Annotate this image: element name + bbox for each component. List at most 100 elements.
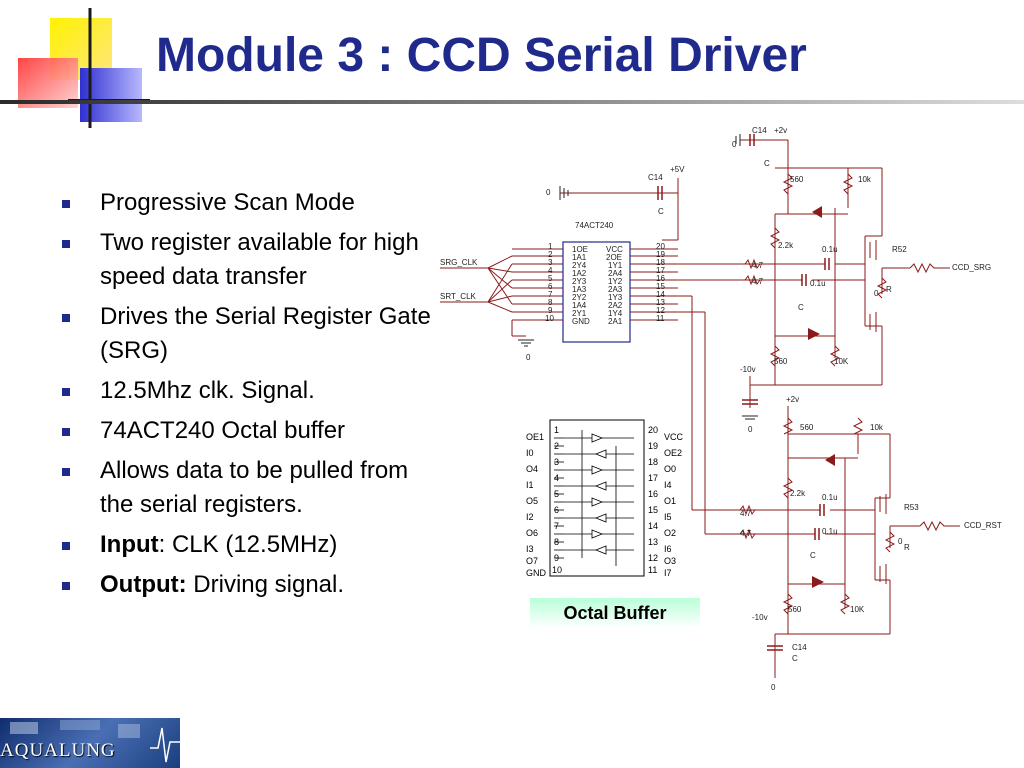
bullet-item: Two register available for high speed da… xyxy=(62,226,442,294)
ground-label: 0 xyxy=(771,683,776,692)
ic-signal-left: 2Y2 xyxy=(572,293,587,302)
chip-pin-name: O5 xyxy=(526,496,538,506)
chip-pin-number: 1 xyxy=(554,425,559,435)
bullet-text: Drives the Serial Register Gate (SRG) xyxy=(100,303,431,364)
ic-signal-left: 1A4 xyxy=(572,301,587,310)
chip-pin-name: O0 xyxy=(664,464,676,474)
r4-7-label: 4.7 xyxy=(752,277,764,286)
ground-label: 0 xyxy=(546,188,551,197)
ic-pin-left: 10 xyxy=(545,314,554,323)
ic-pin-left: 2 xyxy=(548,250,553,259)
circuit-schematic: 74ACT240 1 2 3 4 5 6 7 8 9 10 1OE 1A1 2Y… xyxy=(440,126,1002,692)
r2-2k-label: 2.2k xyxy=(790,489,806,498)
octal-buffer-caption: Octal Buffer xyxy=(530,598,700,628)
chip-pin-name: I1 xyxy=(526,480,534,490)
chip-pin-number: 16 xyxy=(648,489,658,499)
chip-pin-number: 5 xyxy=(554,489,559,499)
ic-pin-left: 6 xyxy=(548,282,553,291)
ic-signal-left: GND xyxy=(572,317,590,326)
chip-pin-name: OE1 xyxy=(526,432,544,442)
r10K-label: 10K xyxy=(834,357,849,366)
bullet-text: Progressive Scan Mode xyxy=(100,189,355,216)
ic-pin-right: 16 xyxy=(656,274,665,283)
bullet-square-icon xyxy=(62,388,70,396)
bullet-text: Allows data to be pulled from the serial… xyxy=(100,457,409,518)
bullet-square-icon xyxy=(62,314,70,322)
chip-pin-number: 4 xyxy=(554,473,559,483)
ic-signal-left: 1A3 xyxy=(572,285,587,294)
chip-pin-number: 12 xyxy=(648,553,658,563)
chip-pin-name: I6 xyxy=(664,544,672,554)
ic-signal-right: VCC xyxy=(606,245,623,254)
c0-1u-label: 0.1u xyxy=(810,279,826,288)
r4-7-label: 4.7 xyxy=(740,529,752,538)
chip-pin-name: I0 xyxy=(526,448,534,458)
bullet-item: 12.5Mhz clk. Signal. xyxy=(62,374,442,408)
r10K-label: 10K xyxy=(850,605,865,614)
chip-pin-number: 14 xyxy=(648,521,658,531)
ic-pin-left: 5 xyxy=(548,274,553,283)
chip-pin-number: 3 xyxy=(554,457,559,467)
ic-pin-right: 14 xyxy=(656,290,665,299)
ic-signal-right: 2A2 xyxy=(608,301,623,310)
chip-pin-name: GND xyxy=(526,568,547,578)
r560-label: 560 xyxy=(790,175,804,184)
bullet-text: 12.5Mhz clk. Signal. xyxy=(100,377,315,404)
chip-pin-name: O7 xyxy=(526,556,538,566)
ic-signal-right: 1Y1 xyxy=(608,261,623,270)
chip-pin-number: 19 xyxy=(648,441,658,451)
chip-pin-name: O1 xyxy=(664,496,676,506)
ic-signal-right: 2OE xyxy=(606,253,622,262)
cap-c14-label: C14 xyxy=(648,173,663,182)
chip-pin-name: O3 xyxy=(664,556,676,566)
r0-label: 0 xyxy=(874,289,879,298)
bullet-square-icon xyxy=(62,240,70,248)
r4-7-label: 4.7 xyxy=(740,509,752,518)
bullet-bold: Input xyxy=(100,531,159,558)
r2-2k-label: 2.2k xyxy=(778,241,794,250)
logo-text: AQUALUNG xyxy=(0,740,116,761)
chip-pin-name: O6 xyxy=(526,528,538,538)
plus2v-label: +2v xyxy=(774,126,787,135)
srt-clk-label: SRT_CLK xyxy=(440,292,477,301)
bullet-text: 74ACT240 Octal buffer xyxy=(100,417,346,444)
bullet-item: 74ACT240 Octal buffer xyxy=(62,414,442,448)
ic-pin-right: 15 xyxy=(656,282,665,291)
ic-pin-left: 4 xyxy=(548,266,553,275)
cap-c14-label: C14 xyxy=(792,643,807,652)
bullet-square-icon xyxy=(62,582,70,590)
bullet-item: Progressive Scan Mode xyxy=(62,186,442,220)
cap-c-label: C xyxy=(658,207,664,216)
ic-signal-left: 2Y3 xyxy=(572,277,587,286)
ic-pin-left: 7 xyxy=(548,290,553,299)
ic-pin-right: 17 xyxy=(656,266,665,275)
bullet-item: Drives the Serial Register Gate (SRG) xyxy=(62,300,442,368)
ic-signal-left: 1A2 xyxy=(572,269,587,278)
r560-label: 560 xyxy=(774,357,788,366)
chip-pin-number: 15 xyxy=(648,505,658,515)
r10k-label: 10k xyxy=(870,423,884,432)
chip-pin-number: 17 xyxy=(648,473,658,483)
ic-signal-right: 2A4 xyxy=(608,269,623,278)
ic-pin-right: 19 xyxy=(656,250,665,259)
chip-pin-number: 18 xyxy=(648,457,658,467)
ic-pin-right: 13 xyxy=(656,298,665,307)
r560-label: 560 xyxy=(788,605,802,614)
chip-pin-number: 7 xyxy=(554,521,559,531)
ground-label: 0 xyxy=(732,140,737,149)
ic-pin-left: 8 xyxy=(548,298,553,307)
srg-clk-label: SRG_CLK xyxy=(440,258,478,267)
plus5v-label: +5V xyxy=(670,165,685,174)
cap-c14-label: C14 xyxy=(752,126,767,135)
ic-signal-left: 2Y1 xyxy=(572,309,587,318)
chip-pin-number: 6 xyxy=(554,505,559,515)
ic-pin-left: 1 xyxy=(548,242,553,251)
ic-box-74act240 xyxy=(562,241,631,343)
bullet-item: Allows data to be pulled from the serial… xyxy=(62,454,442,522)
ic-signal-right: 1Y4 xyxy=(608,309,623,318)
page-title: Module 3 : CCD Serial Driver xyxy=(156,29,807,82)
r-r52-label: R52 xyxy=(892,245,907,254)
ic-pin-right: 12 xyxy=(656,306,665,315)
chip-pin-number: 8 xyxy=(554,537,559,547)
chip-pin-name: I3 xyxy=(526,544,534,554)
